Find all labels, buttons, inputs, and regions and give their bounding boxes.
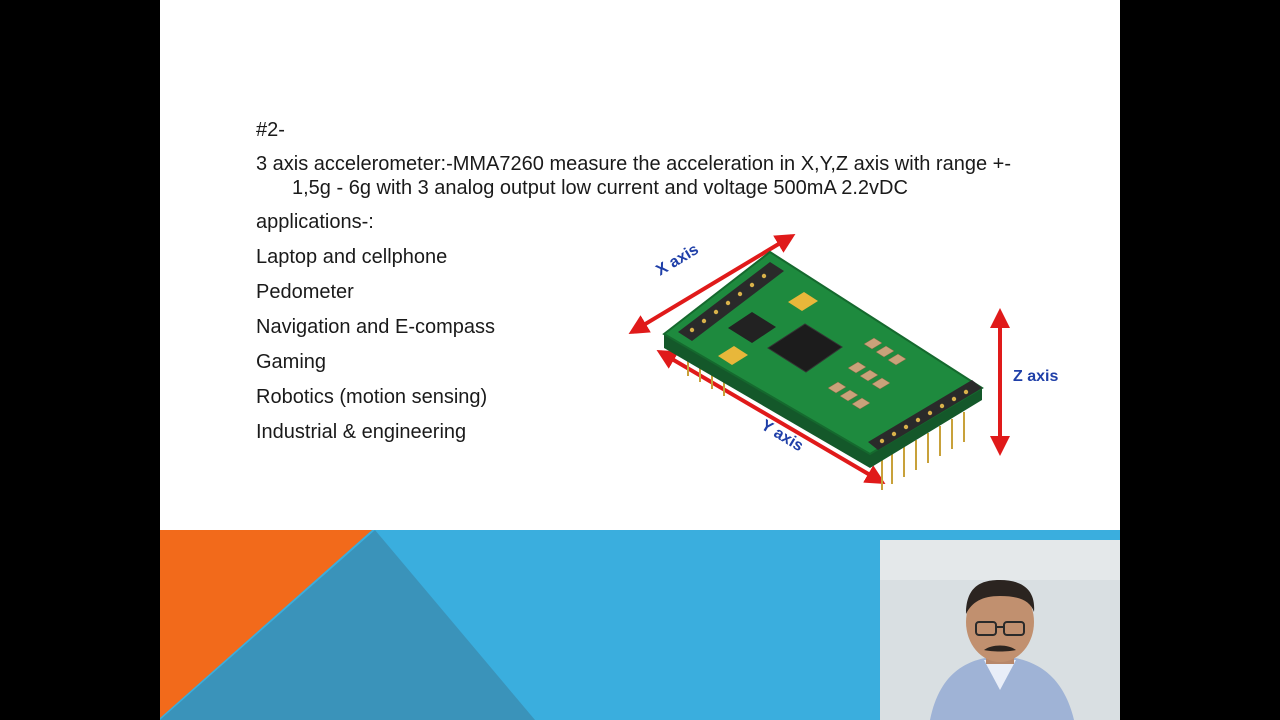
list-item: Robotics (motion sensing) <box>256 386 488 408</box>
z-axis-label: Z axis <box>1013 368 1058 385</box>
dark-blue-triangle <box>160 530 535 720</box>
y-axis-arrow <box>656 349 886 485</box>
applications-list: Laptop and cellphone Pedometer Navigatio… <box>256 245 1016 444</box>
accelerometer-module-image: X axis Y axis Z axis <box>628 233 1058 490</box>
list-item: Gaming <box>256 351 327 373</box>
list-item: Pedometer <box>256 281 354 303</box>
footer-band <box>160 530 1120 720</box>
slide-text: #2- 3 axis accelerometer:-MMA7260 measur… <box>256 118 1016 455</box>
x-axis-label: X axis <box>653 241 701 279</box>
mma7260-chip <box>767 323 843 373</box>
orange-triangle <box>160 530 372 718</box>
list-item: Laptop and cellphone <box>256 246 448 268</box>
applications-label: applications-: <box>256 211 374 233</box>
sensor-description: 3 axis accelerometer:-MMA7260 measure th… <box>256 153 1011 199</box>
presenter-webcam <box>880 540 1120 720</box>
slide-heading: #2- <box>256 119 285 141</box>
presenter-video-icon <box>880 540 1120 720</box>
slide: #2- 3 axis accelerometer:-MMA7260 measur… <box>160 0 1120 720</box>
x-axis-arrow <box>628 233 796 335</box>
list-item: Navigation and E-compass <box>256 316 496 338</box>
list-item: Industrial & engineering <box>256 421 467 443</box>
